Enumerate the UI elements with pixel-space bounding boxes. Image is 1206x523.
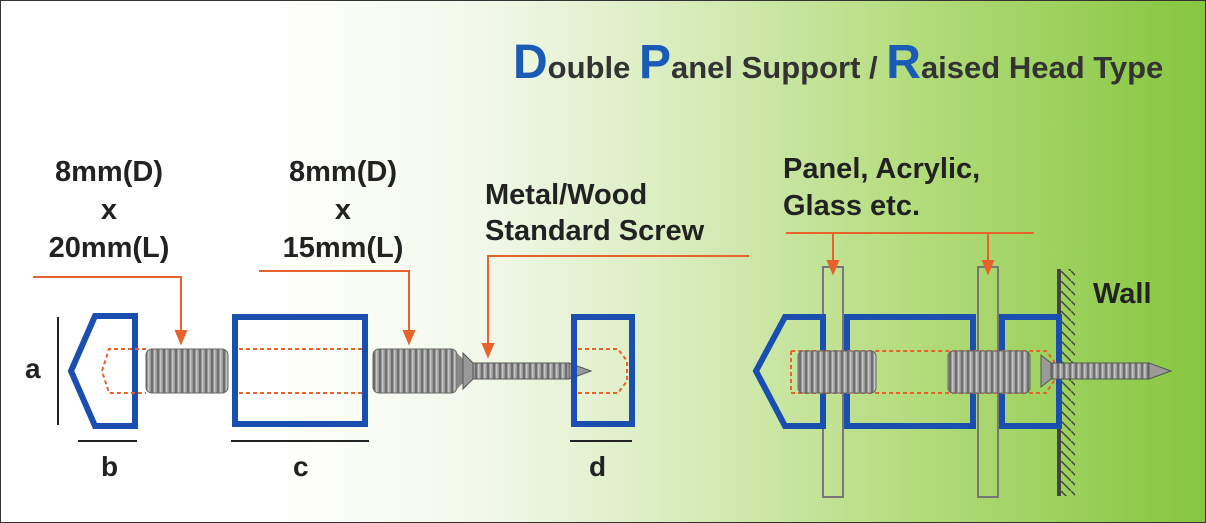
spec-15mm-x: x — [334, 194, 352, 226]
screw-label-line2: Standard Screw — [485, 215, 705, 247]
screw-label-line1: Metal/Wood — [485, 179, 648, 211]
spec-20mm-length: 20mm(L) — [48, 232, 170, 264]
dim-c-label: c — [293, 451, 309, 482]
wall-base-d-bore — [578, 348, 628, 394]
panel-label-line1: Panel, Acrylic, — [783, 153, 981, 185]
leader-screw — [487, 255, 749, 346]
title-cap-d: D — [513, 36, 548, 89]
threaded-stud-20mm — [145, 348, 229, 394]
wood-screw — [462, 351, 593, 391]
spec-20mm: 8mm(D) x 20mm(L) — [29, 153, 189, 267]
wall-base-d — [571, 314, 635, 427]
threaded-stud-15mm — [372, 348, 458, 394]
title-word-2: anel Support / — [670, 50, 887, 85]
spec-20mm-diameter: 8mm(D) — [55, 156, 163, 188]
panel-label-line2: Glass etc. — [783, 190, 921, 222]
spec-15mm-diameter: 8mm(D) — [289, 156, 397, 188]
assembled-stud-back — [947, 350, 1031, 394]
spec-20mm-x: x — [100, 194, 118, 226]
screw-label: Metal/Wood Standard Screw — [485, 177, 704, 249]
spec-15mm: 8mm(D) x 15mm(L) — [263, 153, 423, 267]
dim-a-label: a — [25, 353, 41, 384]
wall-hatch — [1061, 269, 1075, 496]
spec-15mm-length: 15mm(L) — [282, 232, 404, 264]
dim-b-label: b — [101, 451, 119, 482]
title-cap-p: P — [638, 36, 671, 89]
dim-d-label: d — [589, 451, 607, 482]
assembled-stud-front — [797, 350, 877, 394]
cap-head-b — [67, 313, 138, 429]
leader-20mm — [33, 276, 182, 333]
assembled-screw — [1040, 353, 1173, 389]
assembled-bore-outline — [790, 350, 1055, 394]
title-word-1: ouble — [547, 50, 639, 85]
diagram-title: Double Panel Support / Raised Head Type — [513, 35, 1163, 90]
title-word-3: aised Head Type — [920, 50, 1164, 85]
leader-15mm — [259, 270, 410, 333]
wall-label: Wall — [1093, 278, 1152, 310]
cap-head-b-bore — [100, 348, 146, 394]
title-cap-r: R — [886, 36, 921, 89]
spacer-barrel-c — [232, 314, 368, 427]
assembled-cap — [752, 314, 826, 429]
panel-label: Panel, Acrylic, Glass etc. — [783, 151, 980, 225]
